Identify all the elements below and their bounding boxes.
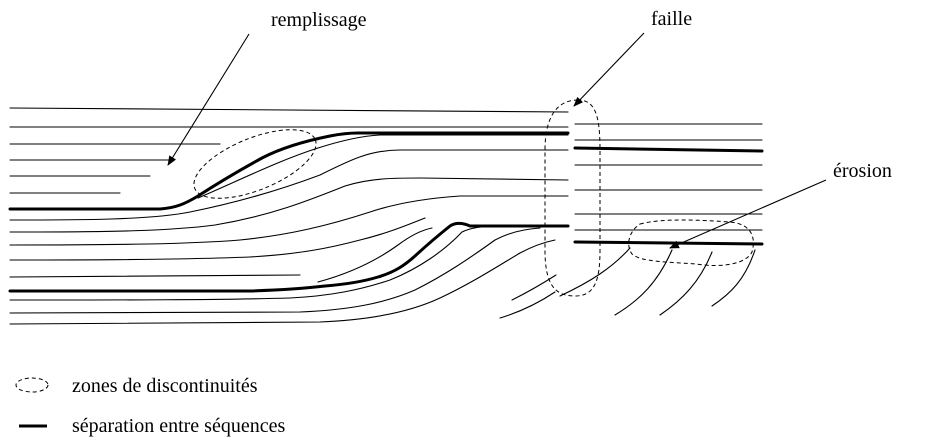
stratum-line (614, 249, 673, 316)
pointer-arrows (167, 32, 827, 249)
left-block-strata (9, 107, 569, 325)
sequence-boundary (8, 221, 570, 293)
stratum-line (9, 149, 569, 221)
sequence-boundary (573, 240, 764, 246)
label-fault: faille (651, 8, 692, 30)
stratum-line (659, 251, 713, 316)
stratum-line (9, 177, 569, 233)
stratum-line (499, 291, 556, 319)
stratum-line (197, 134, 569, 199)
stratum-line (9, 239, 556, 325)
stratum-line (9, 217, 426, 261)
right-block-strata (559, 123, 764, 316)
legend: zones de discontinuités séparation entre… (15, 375, 285, 437)
discontinuity-zone-fill (193, 129, 317, 199)
stratum-line (9, 225, 491, 301)
stratum-line (9, 274, 301, 278)
stratum-line (317, 227, 433, 283)
label-erosion: érosion (833, 160, 892, 182)
label-fill: remplissage (271, 9, 367, 31)
sequence-boundary (573, 146, 764, 153)
stratum-line (511, 274, 557, 301)
stratum-line (9, 107, 569, 113)
sequence-boundary (8, 131, 570, 211)
discontinuity-zone-erosion (628, 219, 754, 266)
pointer-arrow-erosion (669, 179, 827, 249)
left-sequence-boundaries (8, 131, 570, 293)
pointer-arrow-fault (573, 32, 645, 107)
legend-dashed-ellipse-icon (15, 377, 49, 393)
stratum-line (559, 247, 631, 297)
stratum-line (711, 249, 756, 307)
discontinuity-zones (193, 99, 754, 297)
legend-text-discontinuity: zones de discontinuités (72, 375, 258, 397)
legend-text-boundary: séparation entre séquences (72, 415, 285, 437)
pointer-arrow-fill (167, 33, 250, 166)
discontinuity-zone-fault (544, 99, 601, 297)
stratum-line (9, 227, 541, 314)
stratum-line (9, 195, 569, 246)
